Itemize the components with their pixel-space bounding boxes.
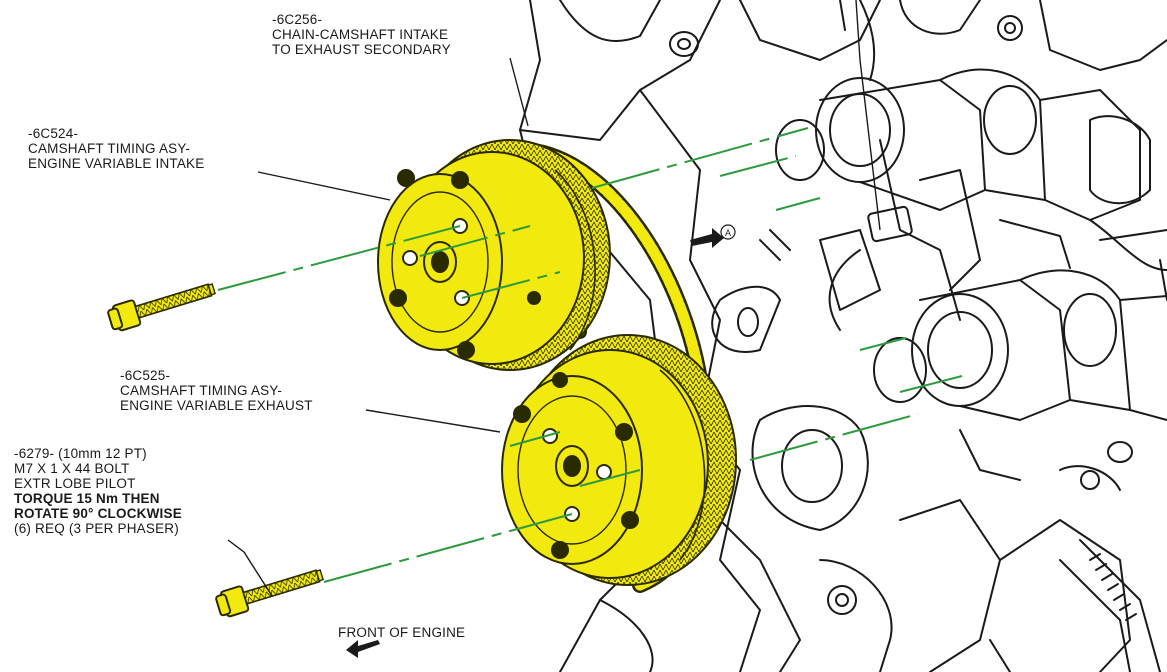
exhaust-phaser bbox=[501, 334, 737, 586]
intake-phaser-line2: ENGINE VARIABLE INTAKE bbox=[28, 156, 205, 171]
bolt-part-number: -6279- (10mm 12 PT) bbox=[14, 446, 147, 461]
engine-cylinder-head bbox=[519, 0, 1167, 672]
intake-phaser-line1: CAMSHAFT TIMING ASY- bbox=[28, 141, 191, 156]
leader-lines bbox=[227, 0, 881, 597]
chain-part-number: -6C256- bbox=[272, 12, 323, 27]
view-arrow-icon: A bbox=[690, 224, 736, 248]
arrow-left-icon bbox=[346, 640, 380, 658]
intake-phaser-part-number: -6C524- bbox=[28, 126, 79, 141]
bolt-lower bbox=[215, 569, 324, 618]
bolt-torque: TORQUE 15 Nm THEN bbox=[14, 491, 160, 506]
bolt-type: EXTR LOBE PILOT bbox=[14, 476, 136, 491]
view-callout-letter: A bbox=[725, 228, 731, 238]
alignment-centerlines bbox=[217, 127, 963, 583]
chain-label: -6C256- CHAIN-CAMSHAFT INTAKE TO EXHAUST… bbox=[272, 12, 451, 57]
bolt-quantity: (6) REQ (3 PER PHASER) bbox=[14, 521, 179, 536]
chain-description-line2: TO EXHAUST SECONDARY bbox=[272, 42, 451, 57]
exhaust-phaser-line2: ENGINE VARIABLE EXHAUST bbox=[120, 398, 313, 413]
intake-phaser bbox=[377, 139, 611, 371]
exhaust-phaser-part-number: -6C525- bbox=[120, 368, 171, 383]
exhaust-phaser-label: -6C525- CAMSHAFT TIMING ASY- ENGINE VARI… bbox=[120, 368, 313, 413]
chain-description-line1: CHAIN-CAMSHAFT INTAKE bbox=[272, 27, 449, 42]
exhaust-phaser-line1: CAMSHAFT TIMING ASY- bbox=[120, 383, 283, 398]
intake-phaser-label: -6C524- CAMSHAFT TIMING ASY- ENGINE VARI… bbox=[28, 126, 204, 171]
bolt-upper bbox=[107, 283, 216, 332]
front-of-engine-label: FRONT OF ENGINE bbox=[338, 625, 466, 640]
bolt-size: M7 X 1 X 44 BOLT bbox=[14, 461, 130, 476]
bolt-rotate: ROTATE 90° CLOCKWISE bbox=[14, 506, 182, 521]
bolt-label: -6279- (10mm 12 PT) M7 X 1 X 44 BOLT EXT… bbox=[14, 446, 182, 536]
